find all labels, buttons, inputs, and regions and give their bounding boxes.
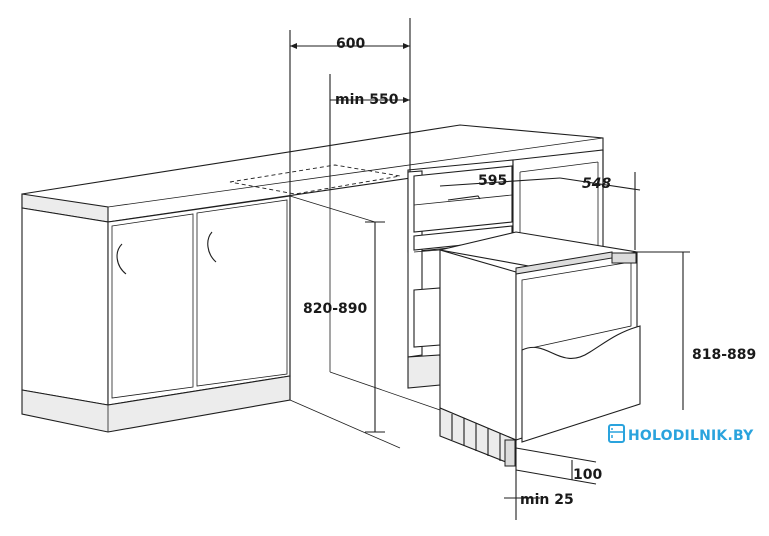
- dim-appliance-width: 595: [478, 173, 507, 189]
- dim-niche-height: 820-890: [303, 301, 368, 317]
- watermark: HOLODILNIK.BY: [608, 424, 754, 444]
- dim-appliance-depth: 548: [582, 176, 611, 192]
- dim-min-gap: min 25: [520, 492, 574, 508]
- watermark-text: HOLODILNIK.BY: [628, 428, 754, 444]
- fridge-logo-icon: [608, 424, 625, 443]
- worktop: [21, 124, 604, 223]
- dim-appliance-height: 818-889: [692, 347, 756, 363]
- left-cabinet: [21, 195, 291, 433]
- dimension-lines: [289, 18, 690, 520]
- refrigerator: [439, 231, 641, 467]
- dim-min-depth: min 550: [335, 92, 399, 108]
- drawer-cabinet: [407, 149, 604, 389]
- dim-plinth-height: 100: [573, 467, 602, 483]
- dim-opening-width: 600: [336, 36, 365, 52]
